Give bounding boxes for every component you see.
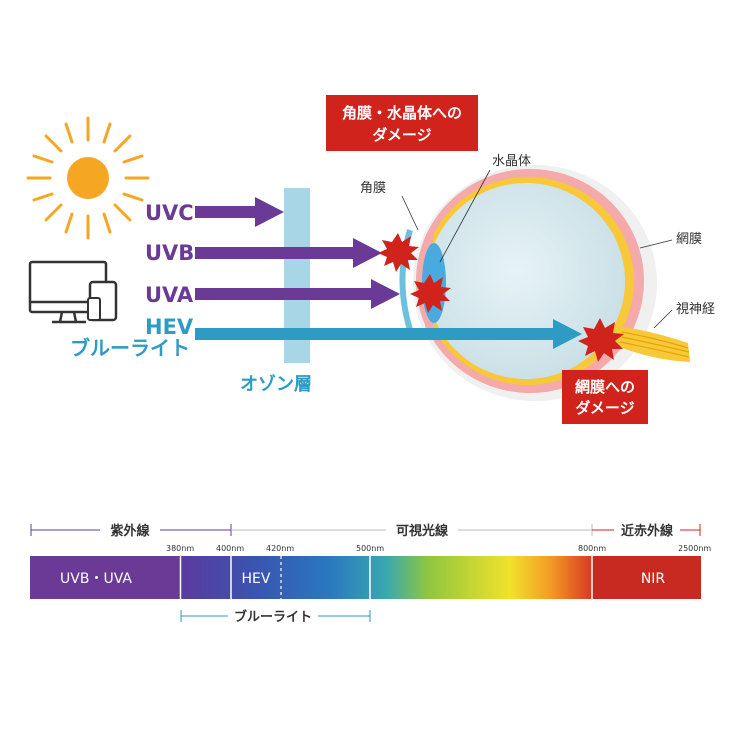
svg-text:ダメージ: ダメージ [575, 399, 634, 417]
tick-500nm: 500nm [356, 544, 384, 553]
tick-400nm: 400nm [216, 544, 244, 553]
blue-light-range-label: ブルーライト [234, 609, 312, 625]
optic-nerve-leader [653, 309, 673, 329]
phone-icon [87, 297, 101, 321]
visible-range-label: 可視光線 [396, 523, 449, 539]
cornea-leader [401, 195, 419, 231]
burst-icon [410, 274, 451, 313]
uv-range-label: 紫外線 [110, 523, 150, 539]
lens-leader [439, 169, 491, 263]
cornea-lens-damage-box: 角膜・水晶体への ダメージ [326, 95, 478, 151]
eyeball [399, 165, 690, 401]
svg-text:網膜への: 網膜への [575, 378, 635, 396]
tick-420nm: 420nm [266, 544, 294, 553]
burst-icon [378, 233, 419, 272]
uv-band-label: UVB・UVA [60, 571, 132, 587]
nir-band [592, 556, 701, 599]
retina-damage-box: 網膜への ダメージ [562, 370, 648, 424]
lens-label: 水晶体 [492, 154, 531, 169]
uva-arrow [195, 279, 400, 309]
uv-range-bracket: 紫外線 [30, 520, 232, 540]
tick-380nm: 380nm [166, 544, 194, 553]
hev-arrow [195, 319, 582, 349]
nir-range-label: 近赤外線 [621, 523, 674, 539]
uv-band [30, 556, 180, 599]
retina-leader [639, 239, 673, 249]
retina-label: 網膜 [676, 232, 702, 247]
svg-text:ダメージ: ダメージ [372, 126, 431, 144]
visible-range-bracket: 可視光線 [231, 520, 593, 540]
uvb-label: UVB [145, 241, 194, 265]
visible-band [181, 556, 592, 599]
blue-light-label: ブルーライト [70, 336, 190, 360]
uva-label: UVA [145, 283, 194, 307]
uvc-arrow [195, 197, 284, 227]
cornea-label: 角膜 [360, 181, 386, 196]
optic-nerve-label: 視神経 [676, 302, 715, 317]
burst-icon [578, 318, 624, 362]
uvb-arrow [195, 238, 382, 268]
uvc-label: UVC [145, 201, 194, 225]
hev-label: HEV [145, 315, 194, 339]
nir-range-bracket: 近赤外線 [592, 520, 701, 540]
blue-light-range-bracket: ブルーライト [180, 606, 371, 626]
tick-2500nm: 2500nm [678, 544, 711, 553]
hev-band-label: HEV [242, 571, 271, 587]
sun-icon [26, 116, 150, 240]
nir-band-label: NIR [641, 571, 666, 587]
svg-text:角膜・水晶体への: 角膜・水晶体への [342, 104, 462, 122]
tick-800nm: 800nm [578, 544, 606, 553]
ozone-label: オゾン層 [240, 374, 312, 395]
